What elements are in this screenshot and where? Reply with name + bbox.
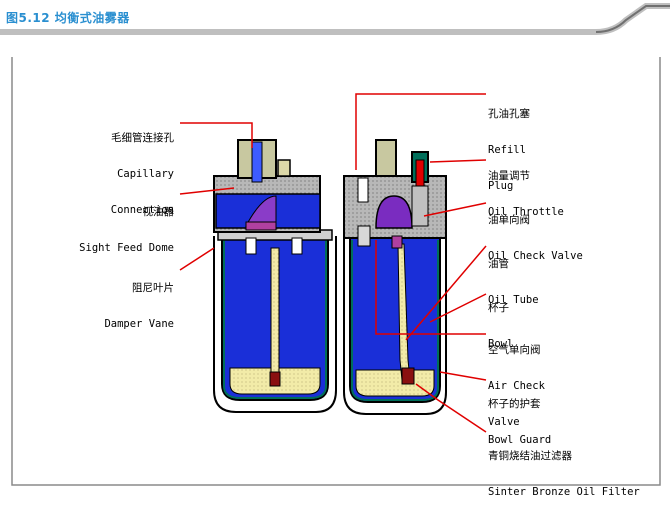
right-filter	[401, 367, 415, 385]
label-cn: 杯子	[488, 302, 509, 314]
label-en: Oil Throttle	[488, 206, 564, 218]
left-lubricator	[213, 139, 337, 413]
label-en: Capillary	[117, 168, 174, 180]
right-lubricator	[343, 139, 447, 415]
left-oil-tube	[270, 247, 280, 377]
label-en: Damper Vane	[104, 318, 174, 330]
label-en: Bowl Guard	[488, 434, 552, 446]
frame-border	[11, 57, 661, 486]
label-cn: 油单向阀	[488, 214, 530, 226]
label-sight-feed-dome: 视油器 Sight Feed Dome	[79, 182, 174, 278]
label-cn: 油量调节	[488, 170, 530, 182]
label-en: Bowl	[488, 338, 514, 350]
label-air-check-valve: 空气单向阀 Air Check Valve	[488, 320, 545, 452]
label-cn: 视油器	[142, 206, 175, 218]
right-sight-dome	[375, 195, 413, 229]
label-bowl-guard: 杯子的护套 Bowl Guard	[488, 374, 551, 470]
left-filter	[269, 371, 281, 387]
diagram-panel: 毛细管连接孔 Capillary Connection 视油器 Sight Fe…	[11, 57, 661, 498]
right-oil-check-valve	[411, 185, 429, 227]
label-refill-plug: 孔油孔塞 Refill Plug	[488, 84, 530, 216]
label-en: Sinter Bronze Oil Filter	[488, 486, 640, 498]
label-en: Valve	[488, 416, 520, 428]
label-cn: 油管	[488, 258, 509, 270]
label-en: Sight Feed Dome	[79, 242, 174, 254]
label-cn: 阻尼叶片	[132, 282, 174, 294]
label-oil-tube: 油管 Oil Tube	[488, 234, 539, 330]
right-oil	[355, 369, 435, 397]
label-en: Oil Check Valve	[488, 250, 583, 262]
right-refill-plug	[375, 139, 397, 177]
lubricator-diagram	[11, 57, 661, 486]
label-sinter-bronze-filter: 青铜烧结油过滤器 Sinter Bronze Oil Filter	[488, 426, 640, 522]
label-capillary-connection: 毛细管连接孔 Capillary Connection	[111, 108, 174, 240]
leader-lines	[179, 93, 487, 433]
label-en: Connection	[110, 204, 174, 216]
label-cn: 杯子的护套	[488, 398, 541, 410]
label-en: Plug	[488, 180, 514, 192]
label-bowl: 杯子 Bowl	[488, 278, 513, 374]
label-en: Air Check	[488, 380, 545, 392]
label-cn: 毛细管连接孔	[111, 132, 174, 144]
label-damper-vane: 阻尼叶片 Damper Vane	[104, 258, 174, 354]
right-bowl	[349, 237, 441, 403]
label-en: Refill	[488, 144, 526, 156]
label-cn: 孔油孔塞	[488, 108, 530, 120]
label-en: Oil Tube	[488, 294, 539, 306]
label-cn: 空气单向阀	[488, 344, 541, 356]
header-bar: 图5.12 均衡式油雾器	[0, 0, 670, 40]
label-oil-throttle: 油量调节 Oil Throttle	[488, 146, 564, 242]
label-cn: 青铜烧结油过滤器	[488, 450, 572, 462]
header-bevel-graphic	[0, 3, 670, 40]
label-oil-check-valve: 油单向阀 Oil Check Valve	[488, 190, 583, 286]
leader-capillary	[180, 122, 253, 148]
page-title: 图5.12 均衡式油雾器	[6, 11, 130, 25]
